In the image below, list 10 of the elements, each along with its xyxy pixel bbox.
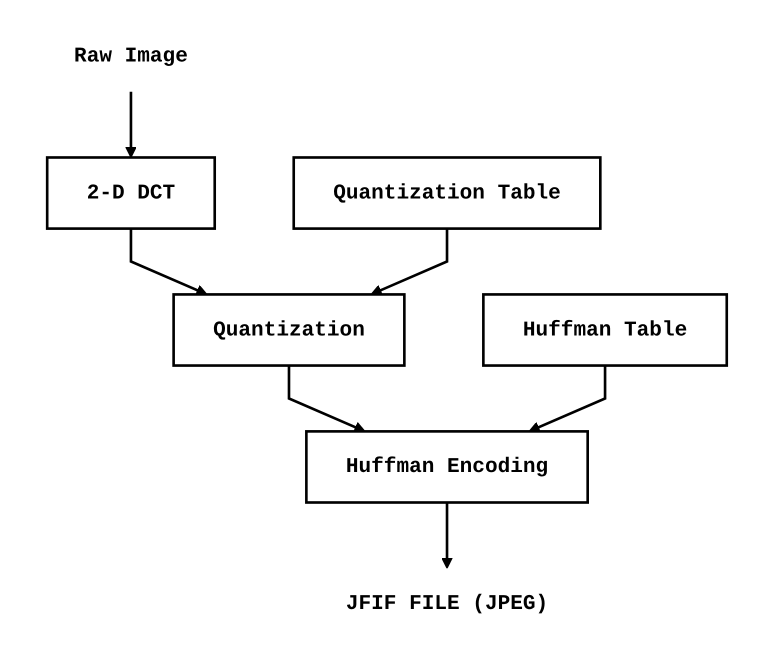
node-box: [172, 293, 406, 367]
node-text: JFIF FILE (JPEG): [346, 592, 549, 616]
flowchart-drawing: Raw Image 2-D DCT Quantization Table Quantization Huffman Table Huffman Encoding JFIF FILE (JPEG): [24, 10, 738, 650]
node-box: [46, 156, 216, 230]
node-box: [305, 430, 590, 504]
node-box: [292, 156, 602, 230]
node-box: [482, 293, 728, 367]
arrow: [126, 92, 138, 158]
node-text: Raw Image: [74, 44, 188, 68]
arrow: [442, 502, 454, 569]
